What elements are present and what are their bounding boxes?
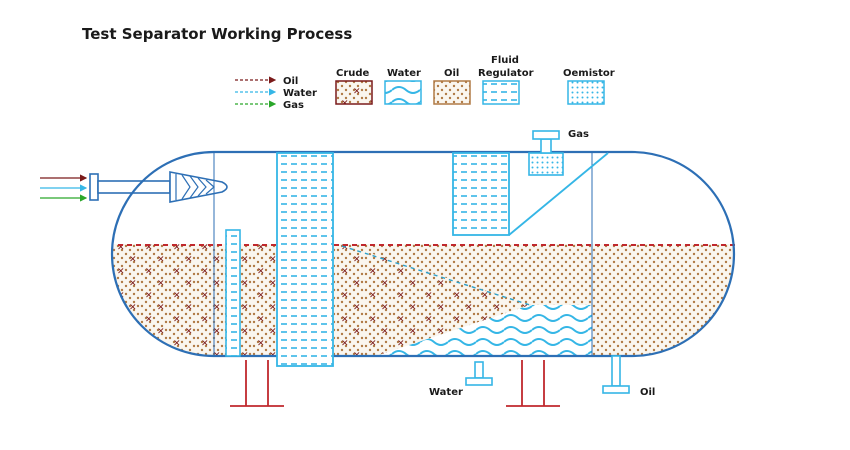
legend-water-label: Water <box>387 68 421 79</box>
gas-deflector-line <box>508 152 609 236</box>
legend-water-swatch <box>384 80 422 105</box>
inlet-arrows <box>40 174 88 202</box>
oemistor <box>528 152 564 176</box>
legend-gas-flow-label: Gas <box>283 100 304 111</box>
legend-fluid-regulator-label-2: Regulator <box>478 68 534 79</box>
gas-outlet-label: Gas <box>568 129 589 140</box>
vessel-support-right <box>506 360 560 407</box>
oil-water-interface <box>341 245 531 306</box>
oil-outlet-pipe <box>611 355 621 387</box>
legend-water-flow-label: Water <box>283 88 317 99</box>
water-outlet-flange <box>465 377 493 386</box>
water-outlet-label: Water <box>429 387 463 398</box>
inlet-flange <box>89 173 99 201</box>
legend-oil-swatch <box>433 80 471 105</box>
legend-crude-swatch <box>335 80 373 105</box>
material-legend: Crude Water Oil Fluid Regulator Oemistor <box>335 55 615 105</box>
diverter-stripes <box>175 174 215 200</box>
water-zone <box>334 305 592 356</box>
separator-vessel <box>110 150 736 358</box>
oil-outlet-flange <box>602 385 630 394</box>
vessel-support-left <box>230 360 284 407</box>
legend-oemistor-swatch <box>567 80 605 105</box>
vessel-liquids <box>112 244 734 356</box>
legend-crude-label: Crude <box>336 68 370 79</box>
gas-outlet-flange <box>532 130 560 140</box>
main-fluid-regulator <box>276 152 334 367</box>
oil-outlet-label: Oil <box>640 387 655 398</box>
diagram-title: Test Separator Working Process <box>82 25 353 43</box>
gas-fluid-regulator <box>452 152 510 236</box>
legend-fluid-regulator-swatch <box>482 80 520 105</box>
crude-zone <box>112 244 278 356</box>
legend-oemistor-label: Oemistor <box>563 68 615 79</box>
flow-legend: Oil Water Gas <box>235 76 317 111</box>
water-outlet-pipe <box>474 361 484 379</box>
crude-mixing-wedge <box>334 244 530 356</box>
inlet-fluid-regulator <box>225 229 241 357</box>
legend-fluid-regulator-label-1: Fluid <box>491 55 519 66</box>
inlet-assembly <box>89 171 228 203</box>
gas-outlet-pipe <box>540 138 552 154</box>
legend-oil-flow-label: Oil <box>283 76 298 87</box>
legend-oil-label: Oil <box>444 68 459 79</box>
